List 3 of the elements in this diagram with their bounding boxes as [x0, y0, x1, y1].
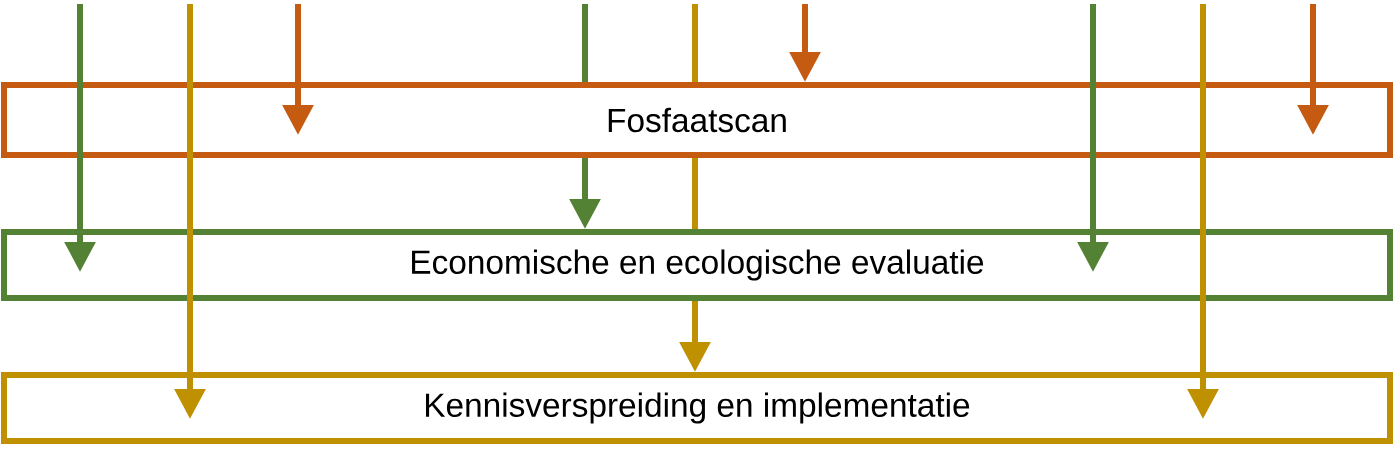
process-box: Fosfaatscan: [1, 82, 1393, 158]
process-box: Economische en ecologische evaluatie: [1, 229, 1393, 301]
process-box: Kennisverspreiding en implementatie: [1, 372, 1393, 444]
